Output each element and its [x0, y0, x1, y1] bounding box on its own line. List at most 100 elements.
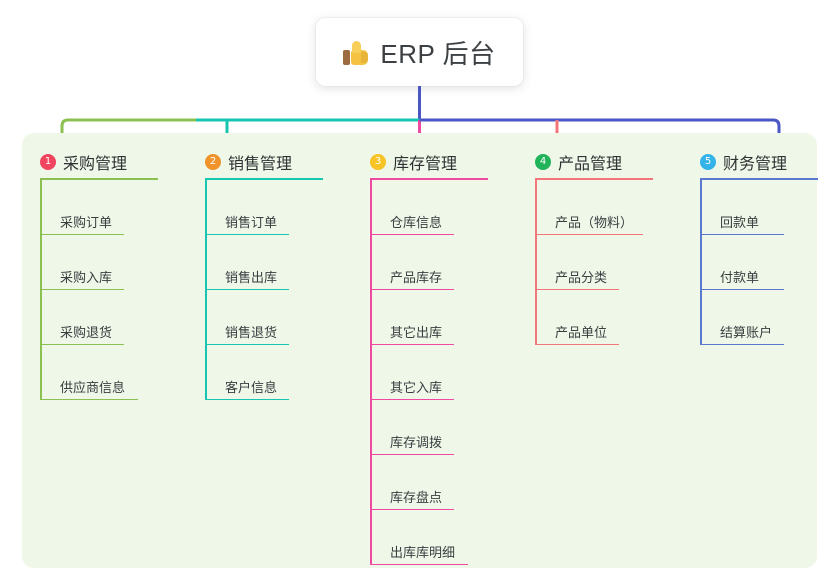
module-item-label: 采购入库 — [60, 270, 113, 285]
module-header-label: 库存管理 — [393, 155, 458, 173]
module-item[interactable]: 结算账户 — [700, 290, 817, 345]
module-item-label: 出库库明细 — [390, 545, 456, 560]
module-header-underline — [535, 178, 653, 180]
module-header-underline — [700, 178, 818, 180]
module-item-label: 产品分类 — [555, 270, 608, 285]
module-header-label: 产品管理 — [558, 155, 623, 173]
module-item-label: 产品库存 — [390, 270, 443, 285]
module-spine-line — [40, 180, 42, 400]
module-column-5: 5 财务管理回款单付款单结算账户 — [682, 133, 818, 568]
module-header-label: 采购管理 — [63, 155, 128, 173]
module-item-label: 销售订单 — [225, 215, 278, 230]
module-item[interactable]: 销售退货 — [205, 290, 352, 345]
module-column-3: 3 库存管理仓库信息产品库存其它出库其它入库库存调拨库存盘点出库库明细 — [352, 133, 517, 568]
module-item-label: 库存盘点 — [390, 490, 443, 505]
module-item-label: 供应商信息 — [60, 380, 126, 395]
module-item[interactable]: 采购订单 — [40, 180, 187, 235]
module-header-underline — [370, 178, 488, 180]
module-item-underline — [40, 398, 138, 400]
module-item-underline — [40, 288, 124, 290]
module-item-underline — [205, 288, 289, 290]
module-item-label: 产品单位 — [555, 325, 608, 340]
module-header-label: 财务管理 — [723, 155, 788, 173]
module-item-underline — [40, 233, 124, 235]
module-item[interactable]: 产品分类 — [535, 235, 682, 290]
module-item[interactable]: 库存调拨 — [370, 400, 517, 455]
module-header-underline — [40, 178, 158, 180]
module-item[interactable]: 产品单位 — [535, 290, 682, 345]
module-item[interactable]: 采购退货 — [40, 290, 187, 345]
module-item-underline — [700, 288, 784, 290]
module-header-underline — [205, 178, 323, 180]
module-item-underline — [535, 233, 643, 235]
module-item[interactable]: 销售订单 — [205, 180, 352, 235]
module-item-label: 回款单 — [720, 215, 760, 230]
module-item-label: 销售退货 — [225, 325, 278, 340]
module-item-label: 仓库信息 — [390, 215, 443, 230]
module-item-underline — [370, 233, 454, 235]
module-item-underline — [370, 563, 468, 565]
module-item-label: 产品（物料） — [555, 215, 634, 230]
module-item-underline — [40, 343, 124, 345]
root-node-card[interactable]: ERP 后台 — [316, 18, 523, 86]
module-header-4[interactable]: 4 产品管理 — [535, 133, 682, 180]
module-item[interactable]: 付款单 — [700, 235, 817, 290]
module-header-1[interactable]: 1 采购管理 — [40, 133, 187, 180]
module-item[interactable]: 产品（物料） — [535, 180, 682, 235]
module-item[interactable]: 其它入库 — [370, 345, 517, 400]
module-item[interactable]: 回款单 — [700, 180, 817, 235]
module-item-label: 采购订单 — [60, 215, 113, 230]
module-index-badge: 1 — [40, 153, 56, 170]
module-item-label: 销售出库 — [225, 270, 278, 285]
module-item-label: 结算账户 — [720, 325, 773, 340]
module-item-underline — [370, 288, 454, 290]
module-item-label: 其它出库 — [390, 325, 443, 340]
module-column-4: 4 产品管理产品（物料） 产品分类产品单位 — [517, 133, 682, 568]
module-item-underline — [370, 343, 454, 345]
module-item[interactable]: 供应商信息 — [40, 345, 187, 400]
module-item-list: 回款单付款单结算账户 — [700, 180, 817, 345]
module-item[interactable]: 出库库明细 — [370, 510, 517, 565]
module-item-underline — [535, 288, 619, 290]
module-item-underline — [370, 398, 454, 400]
module-header-label: 销售管理 — [228, 155, 293, 173]
module-index-badge: 4 — [535, 153, 551, 170]
module-item-underline — [700, 233, 784, 235]
module-item-underline — [205, 398, 289, 400]
module-item-underline — [205, 343, 289, 345]
module-item-list: 产品（物料） 产品分类产品单位 — [535, 180, 682, 345]
module-item-underline — [700, 343, 784, 345]
module-item-label: 付款单 — [720, 270, 760, 285]
root-node-title: ERP 后台 — [380, 38, 496, 69]
module-item[interactable]: 其它出库 — [370, 290, 517, 345]
module-item[interactable]: 采购入库 — [40, 235, 187, 290]
module-item-list: 仓库信息产品库存其它出库其它入库库存调拨库存盘点出库库明细 — [370, 180, 517, 565]
module-column-1: 1 采购管理采购订单采购入库采购退货供应商信息 — [22, 133, 187, 568]
module-item-underline — [205, 233, 289, 235]
module-header-5[interactable]: 5 财务管理 — [700, 133, 818, 180]
module-item-underline — [535, 343, 619, 345]
module-spine-line — [370, 180, 372, 565]
thumbs-up-icon — [343, 40, 369, 66]
module-spine-line — [205, 180, 207, 400]
module-index-badge: 5 — [700, 153, 716, 170]
module-spine-line — [700, 180, 702, 345]
module-item[interactable]: 仓库信息 — [370, 180, 517, 235]
module-item[interactable]: 客户信息 — [205, 345, 352, 400]
module-item-underline — [370, 453, 454, 455]
module-item-label: 采购退货 — [60, 325, 113, 340]
module-item[interactable]: 产品库存 — [370, 235, 517, 290]
module-header-3[interactable]: 3 库存管理 — [370, 133, 517, 180]
module-item[interactable]: 销售出库 — [205, 235, 352, 290]
module-index-badge: 3 — [370, 153, 386, 170]
modules-panel — [22, 133, 817, 568]
module-item-list: 销售订单销售出库销售退货客户信息 — [205, 180, 352, 400]
module-item[interactable]: 库存盘点 — [370, 455, 517, 510]
module-item-label: 库存调拨 — [390, 435, 443, 450]
module-spine-line — [535, 180, 537, 345]
module-item-underline — [370, 508, 454, 510]
